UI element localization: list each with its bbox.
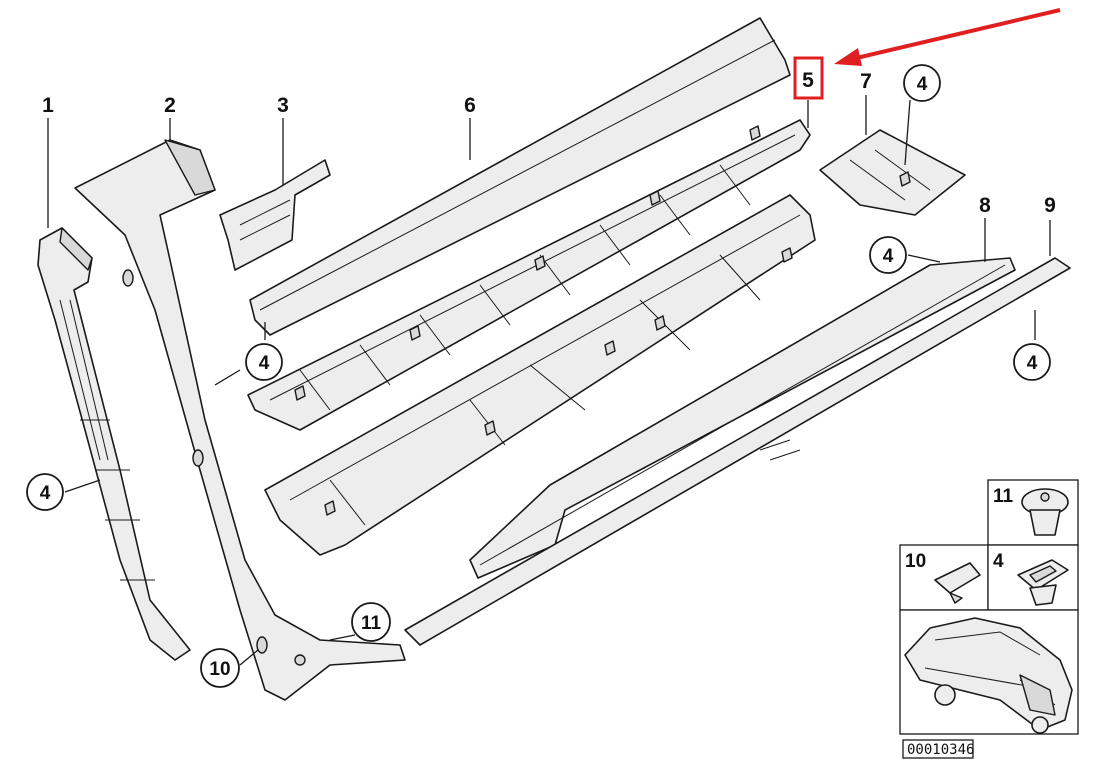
part-3-bracket bbox=[219, 159, 331, 271]
part-code-box bbox=[902, 739, 974, 759]
label-part-1: 1 bbox=[42, 94, 54, 117]
legend-item-10: 10 bbox=[905, 551, 926, 572]
clip-11-icon bbox=[1021, 488, 1069, 536]
callout-10-text: 10 bbox=[209, 659, 230, 680]
callout-4-left-text: 4 bbox=[40, 483, 51, 504]
callout-11-text: 11 bbox=[361, 613, 382, 634]
highlight-arrow bbox=[834, 8, 1061, 66]
part-code: 00010346 bbox=[907, 742, 974, 758]
callout-4-left: 4 bbox=[26, 473, 64, 511]
label-part-7: 7 bbox=[860, 70, 872, 93]
legend-panel: 11 10 4 00010346 bbox=[899, 479, 1079, 759]
callout-4-middle: 4 bbox=[869, 236, 907, 274]
legend-item-11: 11 bbox=[993, 486, 1014, 507]
callout-4-right-text: 4 bbox=[1027, 353, 1038, 374]
leader-lines bbox=[47, 95, 1051, 666]
part-7-sill-cover bbox=[264, 129, 966, 556]
label-part-2: 2 bbox=[164, 94, 176, 117]
legend-item-4: 4 bbox=[993, 551, 1004, 572]
clip-10-icon bbox=[934, 562, 981, 604]
label-part-8: 8 bbox=[979, 194, 991, 217]
callout-11: 11 bbox=[351, 602, 391, 642]
label-part-9: 9 bbox=[1044, 194, 1056, 217]
callout-4-left-mid: 4 bbox=[245, 343, 283, 381]
label-part-6: 6 bbox=[464, 94, 476, 117]
part-6-upper-trim bbox=[249, 17, 791, 336]
part-5-sill-rail bbox=[247, 119, 811, 431]
callout-4-top-right: 4 bbox=[903, 64, 941, 102]
callout-10: 10 bbox=[200, 648, 240, 688]
car-location-icon bbox=[904, 617, 1073, 734]
label-part-3: 3 bbox=[277, 94, 289, 117]
highlight-box bbox=[793, 56, 824, 100]
part-2-b-pillar-trim bbox=[74, 139, 406, 701]
part-9-bottom-strip bbox=[404, 257, 1071, 646]
label-part-5: 5 bbox=[802, 69, 814, 92]
part-8-seal-strip bbox=[469, 257, 1016, 579]
callout-4-top-right-text: 4 bbox=[917, 74, 928, 95]
clip-4-icon bbox=[1017, 559, 1069, 606]
callout-4-right: 4 bbox=[1013, 343, 1051, 381]
part-1-pillar-trim bbox=[37, 227, 191, 661]
callout-4-middle-text: 4 bbox=[883, 246, 894, 267]
callout-4-left-mid-text: 4 bbox=[259, 353, 270, 374]
